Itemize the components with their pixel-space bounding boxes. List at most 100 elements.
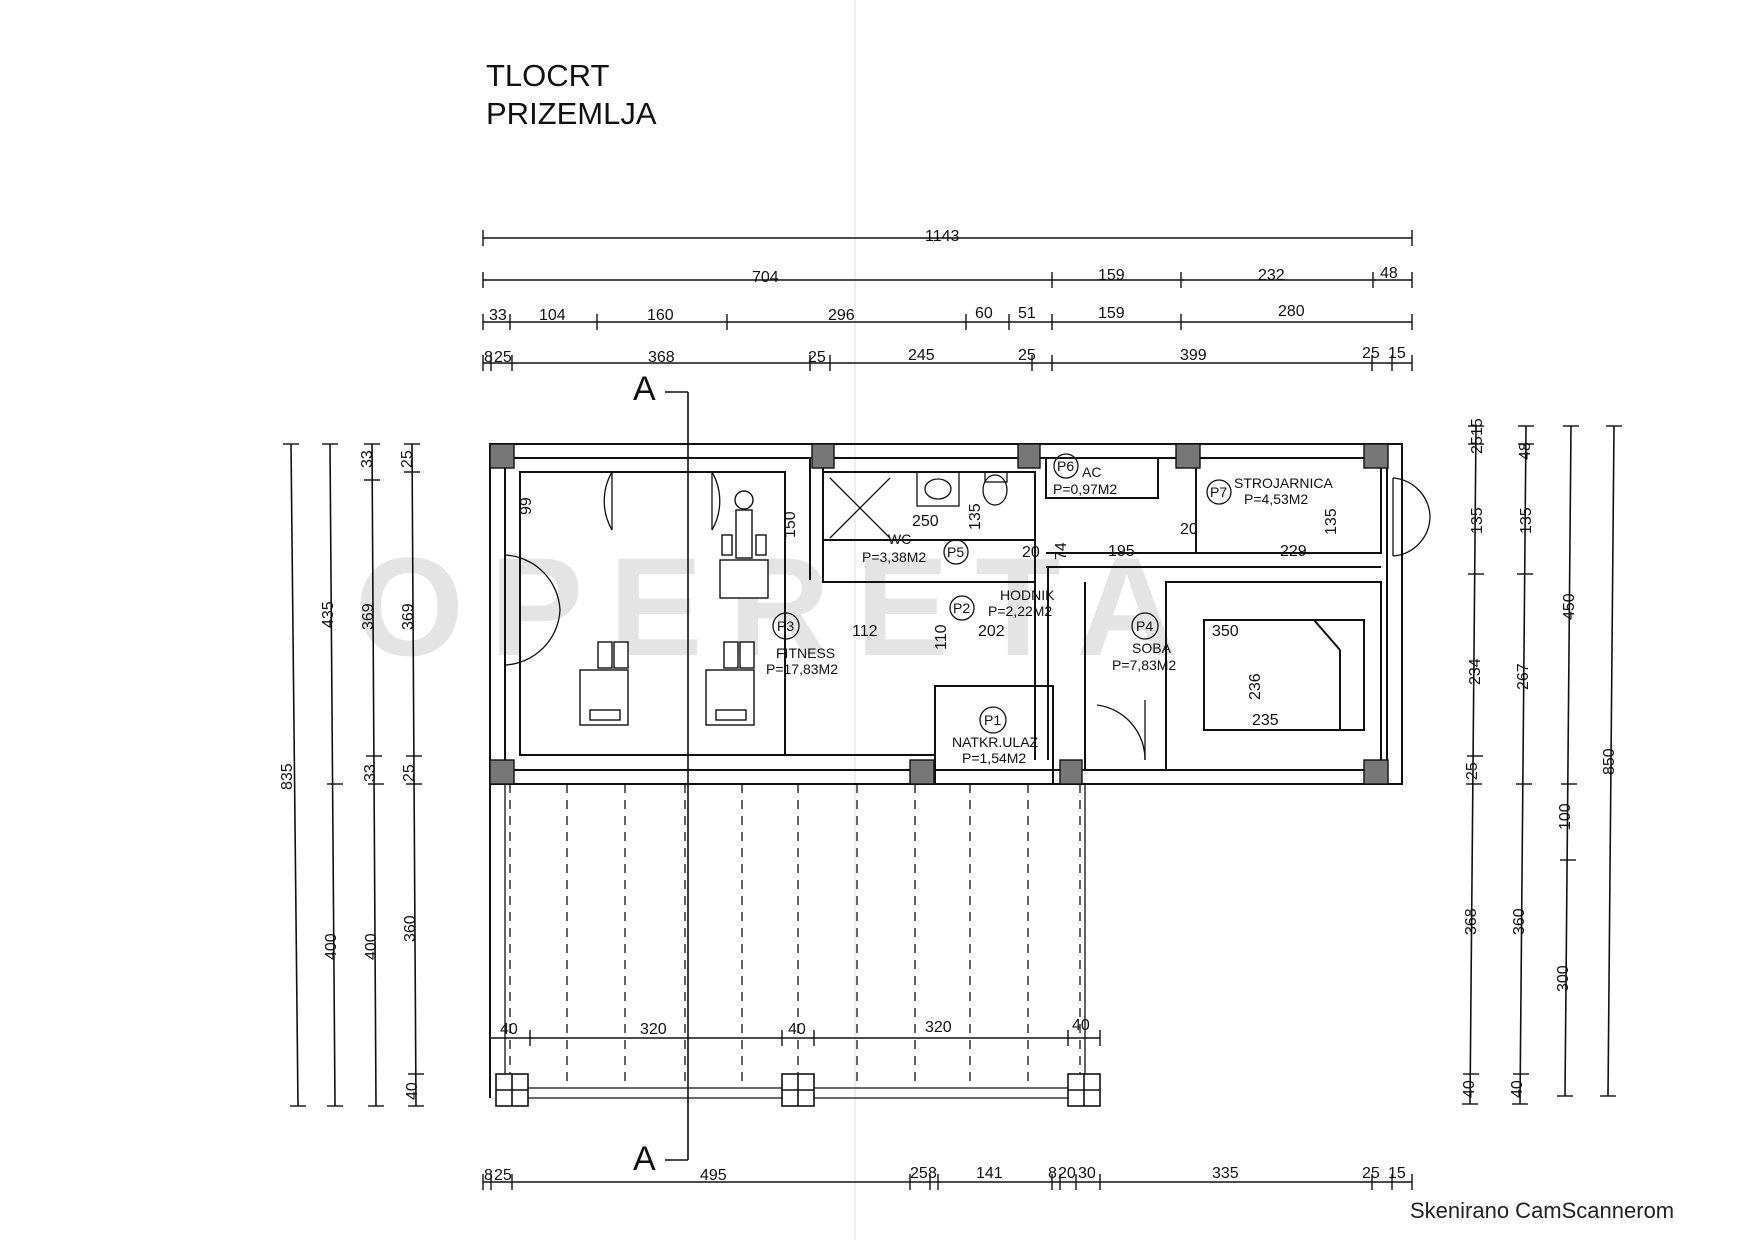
dim-bottom-row2-4: 25	[910, 1165, 928, 1182]
top-dimension-lines	[482, 230, 1413, 371]
dim-bottom-row1-5: 40	[1072, 1017, 1090, 1034]
room-p1-name: NATKR.ULAZ	[952, 734, 1039, 750]
inner-dim-202: 202	[978, 623, 1005, 640]
dim-right-450: 450	[1561, 593, 1578, 620]
room-p6-area: P=0,97M2	[1053, 481, 1117, 497]
section-marker-top: A	[633, 370, 656, 408]
dim-top-row3-7: 159	[1098, 305, 1125, 322]
dim-top-row4-7: 399	[1180, 347, 1207, 364]
dim-bottom-row1-4: 320	[925, 1019, 952, 1036]
dim-left-400-b: 400	[363, 933, 380, 960]
inner-dim-135-wc: 135	[967, 503, 984, 530]
dim-left-835: 835	[279, 763, 296, 790]
inner-dim-112: 112	[852, 623, 878, 640]
inner-dimensions: 99 150 250 135 20 74 195 229 20 135 112 …	[518, 497, 1340, 729]
room-p1-area: P=1,54M2	[962, 750, 1026, 766]
building-walls	[489, 443, 1403, 1098]
dim-top-row3-5: 60	[975, 305, 993, 322]
room-p5-area: P=3,38M2	[862, 549, 926, 565]
dim-right-40-a: 40	[1461, 1080, 1478, 1098]
dim-bottom-row2-9: 30	[1078, 1165, 1096, 1182]
inner-dim-135-str: 135	[1323, 508, 1340, 535]
room-p5-name: WC	[888, 531, 911, 547]
room-p5-id: P5	[947, 544, 964, 560]
dim-left-360: 360	[402, 915, 419, 942]
dim-left-33-a: 33	[359, 450, 376, 468]
inner-dim-250: 250	[912, 513, 939, 530]
dim-right-40-b: 40	[1509, 1080, 1526, 1098]
dim-bottom-row1-1: 40	[500, 1021, 518, 1038]
left-dimension-lines	[283, 443, 424, 1107]
dim-top-row3-6: 51	[1018, 305, 1036, 322]
dim-bottom-row2-10: 335	[1212, 1165, 1239, 1182]
bottom-dimension-lines	[482, 1030, 1413, 1190]
room-p3-name: FITNESS	[776, 645, 835, 661]
dim-right-25-b: 25	[1464, 762, 1481, 780]
dim-left-400-a: 400	[323, 933, 340, 960]
room-p1-id: P1	[984, 712, 1001, 728]
dim-top-row3-3: 160	[647, 307, 674, 324]
dim-top-row4-1: 8	[484, 349, 493, 366]
dim-top-row2-2: 159	[1098, 267, 1125, 284]
room-labels: P1 NATKR.ULAZ P=1,54M2 P2 HODNIK P=2,22M…	[766, 453, 1333, 766]
inner-dim-74: 74	[1053, 542, 1070, 560]
inner-dim-150: 150	[782, 511, 799, 538]
room-p3-area: P=17,83M2	[766, 661, 838, 677]
dim-right-135-b: 135	[1518, 507, 1535, 534]
dim-bottom-row2-11: 25	[1362, 1165, 1380, 1182]
dim-bottom-row2-2: 25	[494, 1167, 512, 1184]
room-p4-name: SOBA	[1132, 640, 1172, 656]
room-p2-id: P2	[953, 600, 970, 616]
inner-dim-20-a: 20	[1022, 544, 1040, 561]
dim-bottom-row2-1: 8	[484, 1167, 493, 1184]
dim-bottom-row2-6: 141	[976, 1165, 1003, 1182]
dim-right-234: 234	[1467, 658, 1484, 685]
plan-title-line-2: PRIZEMLJA	[486, 96, 657, 131]
inner-dim-350: 350	[1212, 623, 1239, 640]
dim-left-40: 40	[404, 1082, 421, 1100]
dim-right-100: 100	[1557, 803, 1574, 830]
section-marker-bottom: A	[633, 1140, 656, 1178]
dim-right-15: 15	[1469, 418, 1486, 436]
room-p7-name: STROJARNICA	[1234, 475, 1333, 491]
gym-equipment	[579, 490, 769, 726]
dim-top-row4-8: 25	[1362, 345, 1380, 362]
door-swings	[504, 471, 1431, 761]
dim-right-135-a: 135	[1469, 507, 1486, 534]
scanner-watermark-text: Skenirano CamScannerom	[1410, 1198, 1675, 1223]
inner-dim-195: 195	[1108, 543, 1135, 560]
dim-top-row4-4: 25	[808, 349, 826, 366]
plan-title-line-1: TLOCRT	[486, 58, 610, 93]
dim-top-row2-1: 704	[752, 269, 779, 286]
room-p3-id: P3	[777, 618, 794, 634]
dim-left-33-b: 33	[362, 764, 379, 782]
dim-bottom-row1-3: 40	[788, 1021, 806, 1038]
dim-bottom-row2-12: 15	[1388, 1165, 1406, 1182]
pergola-posts	[495, 1073, 1101, 1107]
dim-right-300: 300	[1555, 965, 1572, 992]
room-p4-area: P=7,83M2	[1112, 657, 1176, 673]
dim-bottom-row2-7: 8	[1048, 1165, 1057, 1182]
room-p2-area: P=2,22M2	[988, 603, 1052, 619]
right-dimension-lines	[1462, 425, 1622, 1105]
dim-top-row4-3: 368	[648, 349, 675, 366]
dim-right-48: 48	[1517, 442, 1534, 460]
dim-left-435: 435	[320, 601, 337, 628]
dim-top-row4-6: 25	[1018, 347, 1036, 364]
room-p7-area: P=4,53M2	[1244, 491, 1308, 507]
dim-top-row3-4: 296	[828, 307, 855, 324]
dim-left-25-b: 25	[401, 764, 418, 782]
dim-top-row3-2: 104	[539, 307, 566, 324]
dim-top-row4-2: 25	[494, 349, 512, 366]
dim-right-360: 360	[1511, 908, 1528, 935]
dim-top-overall: 1143	[925, 228, 960, 245]
dim-right-25: 25	[1469, 436, 1486, 454]
dim-right-850: 850	[1601, 748, 1618, 775]
inner-dim-229: 229	[1280, 543, 1307, 560]
dim-top-row4-9: 15	[1388, 345, 1406, 362]
room-p7-id: P7	[1210, 484, 1227, 500]
dim-left-369-a: 369	[360, 603, 377, 630]
dim-left-25-a: 25	[399, 450, 416, 468]
bathroom-fixtures	[829, 471, 1008, 539]
